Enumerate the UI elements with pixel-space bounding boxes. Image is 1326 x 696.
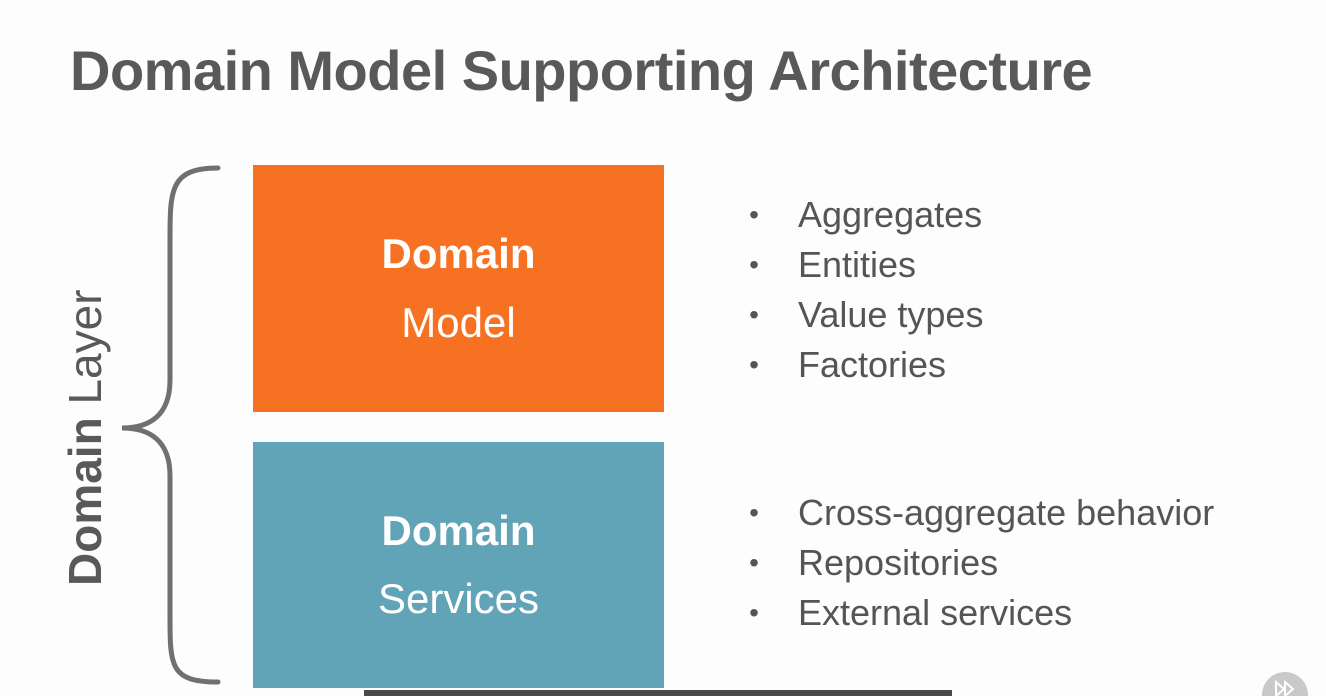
page-title: Domain Model Supporting Architecture xyxy=(70,39,1093,102)
bullet-icon: • xyxy=(749,497,759,528)
list-item: •Cross-aggregate behavior xyxy=(744,488,1214,538)
list-item: •Aggregates xyxy=(744,190,983,240)
domain-layer-label-bold: Domain xyxy=(59,417,111,586)
list-item: •Repositories xyxy=(744,538,1214,588)
domain-services-box-subtitle: Services xyxy=(377,575,540,622)
curly-brace-icon xyxy=(121,165,221,685)
bullet-icon: • xyxy=(749,299,759,330)
list-item: •Entities xyxy=(744,240,983,290)
domain-model-box-subtitle: Model xyxy=(401,298,516,346)
bullet-icon: • xyxy=(749,597,759,628)
domain-services-bullet-list: •Cross-aggregate behavior •Repositories … xyxy=(744,488,1214,638)
bullet-icon: • xyxy=(749,249,759,280)
domain-services-box-title: Domain xyxy=(381,506,536,554)
bullet-icon: • xyxy=(749,199,759,230)
domain-model-box-title: Domain xyxy=(381,230,536,278)
bullet-icon: • xyxy=(749,547,759,578)
playback-speed-icon[interactable] xyxy=(1262,672,1308,696)
fast-forward-icon xyxy=(1275,680,1295,696)
domain-services-box: Domain Services xyxy=(253,442,664,688)
list-item: •Value types xyxy=(744,290,983,340)
domain-layer-label-regular: Layer xyxy=(59,289,111,405)
domain-model-bullet-list: •Aggregates •Entities •Value types •Fact… xyxy=(744,190,983,390)
list-item: •External services xyxy=(744,588,1214,638)
video-progress-bar[interactable] xyxy=(364,690,952,696)
bullet-icon: • xyxy=(749,349,759,380)
domain-layer-label: Domain Layer xyxy=(58,289,112,586)
domain-model-box: Domain Model xyxy=(253,165,664,412)
list-item: •Factories xyxy=(744,340,983,390)
